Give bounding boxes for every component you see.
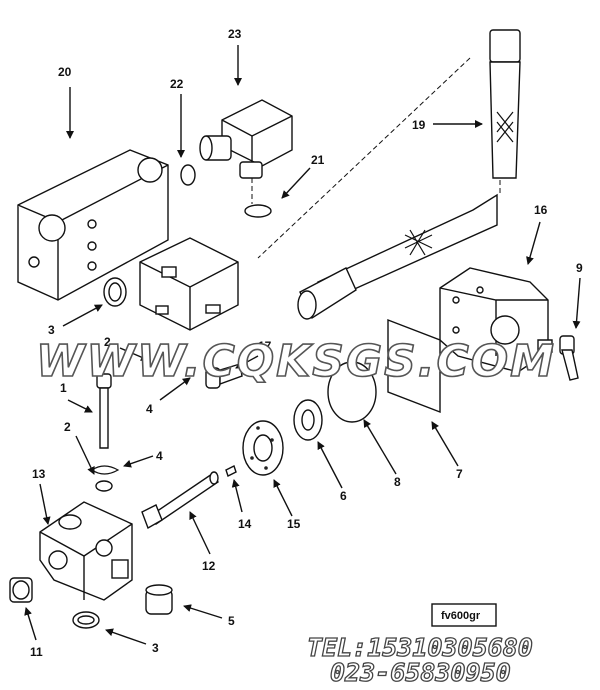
callout-15: 15: [287, 517, 301, 531]
callout-4-upper: 4: [146, 402, 153, 416]
arrow-14: [231, 479, 243, 513]
contact-phone: 023-65830950: [330, 658, 511, 687]
callout-16: 16: [534, 203, 548, 217]
arrow-16: [526, 221, 541, 265]
part-3-seal-ring-upper: [103, 277, 127, 307]
watermark-url: WWW.CQKSGS.COM: [36, 336, 556, 387]
arrow-9: [572, 277, 581, 329]
callout-19: 19: [412, 118, 426, 132]
callout-22: 22: [170, 77, 184, 91]
arrow-1: [67, 399, 93, 413]
part-11-cap: [9, 577, 33, 603]
arrow-4-lower: [123, 455, 154, 468]
part-9-screw: [559, 335, 579, 381]
manifold-block: [139, 237, 239, 331]
part-13-valve-body: [39, 501, 133, 601]
part-21-o-ring: [244, 204, 272, 218]
callout-12: 12: [202, 559, 216, 573]
part-6-washer: [293, 399, 323, 441]
arrow-2-upper: [119, 347, 149, 361]
figure-code-box: [431, 603, 497, 627]
callout-1: 1: [60, 381, 67, 395]
part-3-seal-ring-lower: [72, 611, 100, 629]
callout-2-upper: 2: [104, 335, 111, 349]
arrow-7: [431, 421, 459, 467]
figure-code: fv600gr: [441, 610, 481, 622]
part-7-gasket: [387, 318, 441, 414]
callout-4-lower: 4: [156, 449, 163, 463]
arrow-5: [183, 604, 223, 619]
callout-21: 21: [311, 153, 325, 167]
callout-13: 13: [32, 467, 46, 481]
part-17-bolt: [205, 363, 243, 389]
guide-line-hose-top: [257, 57, 471, 259]
callout-6: 6: [340, 489, 347, 503]
arrow-8: [363, 419, 397, 475]
part-8-o-ring: [327, 361, 377, 423]
arrow-15: [273, 479, 293, 517]
arrow-12: [189, 511, 211, 555]
arrow-21: [281, 167, 311, 199]
part-5-plug: [145, 584, 173, 615]
arrow-4-upper: [159, 377, 191, 401]
contact-tel: TEL:15310305680: [307, 633, 533, 662]
part-12-valve-stem: [141, 471, 220, 530]
arrow-3-upper: [62, 304, 103, 327]
callout-23: 23: [228, 27, 242, 41]
callout-11: 11: [30, 645, 43, 659]
arrow-6: [317, 441, 343, 489]
callout-5: 5: [228, 614, 235, 628]
arrow-3-lower: [105, 628, 147, 645]
callout-7: 7: [456, 467, 463, 481]
part-4-retaining-clip: [91, 465, 120, 475]
arrow-2-lower: [75, 435, 95, 475]
arrow-17: [235, 355, 259, 369]
part-22-o-ring: [180, 164, 196, 186]
part-20-body-block: [17, 149, 169, 301]
callout-14: 14: [238, 517, 252, 531]
part-16-valve-housing: [439, 267, 553, 373]
callout-9: 9: [576, 261, 583, 275]
part-15-flange-plate: [242, 420, 284, 476]
callout-3-upper: 3: [48, 323, 55, 337]
arrow-11: [24, 607, 37, 641]
part-14-small-pin: [225, 465, 237, 477]
callout-2-lower: 2: [64, 420, 71, 434]
part-1-long-bolt: [96, 373, 112, 449]
callout-17: 17: [258, 339, 272, 353]
part-19-hose-assembly: [297, 29, 521, 320]
part-2-washer: [95, 480, 113, 492]
callout-3-lower: 3: [152, 641, 159, 655]
callout-20: 20: [58, 65, 72, 79]
part-23-elbow-connector: [199, 99, 293, 179]
callout-8: 8: [394, 475, 401, 489]
arrow-13: [39, 483, 51, 525]
